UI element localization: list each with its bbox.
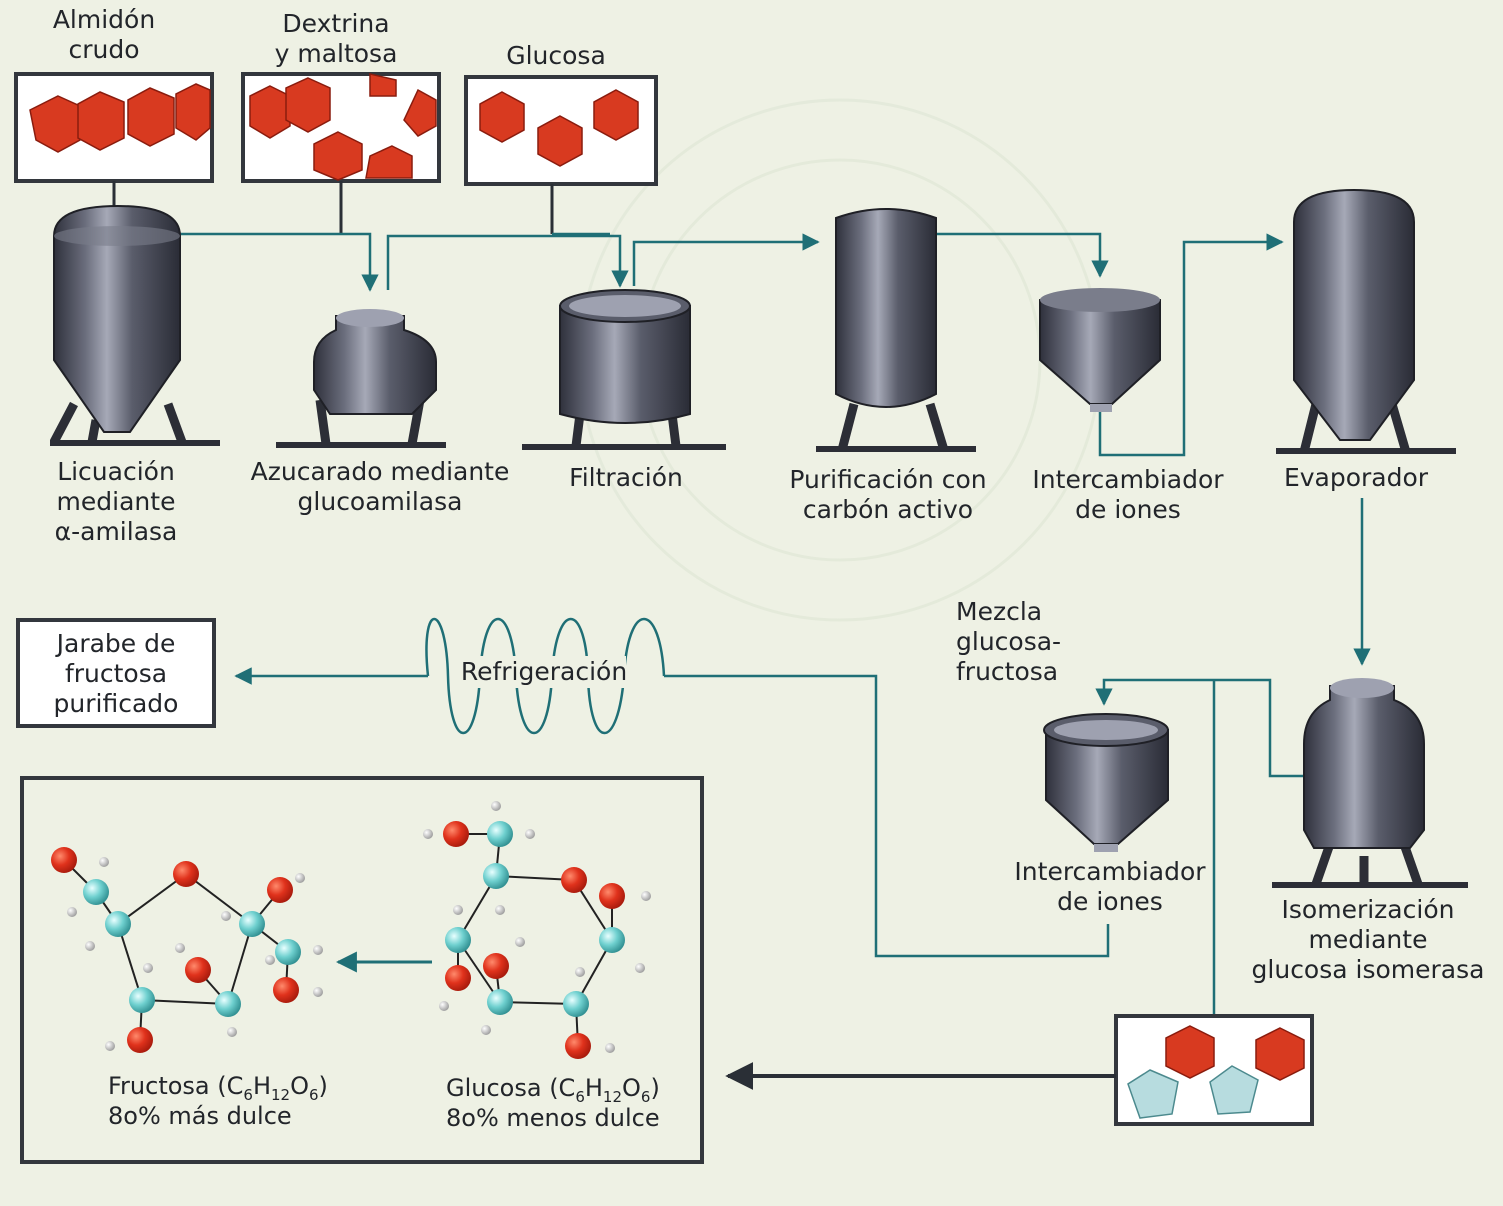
- mixture-box: [1114, 1014, 1314, 1126]
- tank-evaporator: [1276, 188, 1456, 454]
- tank-liquefaction: [50, 204, 220, 446]
- fructose-molecule: [51, 847, 323, 1053]
- glucose-hexagon-2: [1255, 1027, 1305, 1081]
- label-glucose-input: Glucosa: [506, 41, 606, 70]
- glucose-molecule: [423, 801, 651, 1059]
- tank-filtration: [522, 289, 726, 450]
- label-filtration: Filtración: [569, 463, 683, 492]
- tank-isomerization: [1272, 678, 1468, 888]
- starch-hexagon-chain: [29, 83, 211, 153]
- tank-saccharification: [276, 309, 446, 448]
- flow-lines-top: [178, 232, 1371, 1014]
- label-refrigeration: Refrigeración: [461, 657, 627, 686]
- tank-ion-exchanger-2: [1043, 713, 1169, 852]
- glucose-hexagons: [479, 89, 639, 167]
- glucose-caption: Glucosa (C6H12O6): [446, 1074, 660, 1106]
- label-evaporator: Evaporador: [1284, 463, 1429, 492]
- product-box: [16, 618, 216, 728]
- tank-ion-exchanger-1: [1039, 288, 1161, 412]
- fructose-note: 8o% más dulce: [108, 1102, 292, 1130]
- fructose-caption: Fructosa (C6H12O6): [108, 1072, 328, 1104]
- refrigeration-coil: [425, 617, 666, 735]
- fructose-pentagon-1: [1127, 1069, 1179, 1119]
- tank-carbon-purification: [816, 208, 976, 452]
- input-box-dextrin-maltose: [241, 72, 441, 234]
- dextrin-hexagons: [249, 73, 437, 181]
- molecule-panel: [20, 776, 704, 1164]
- glucose-hexagon-1: [1165, 1025, 1215, 1079]
- refrigeration-label-bg: [460, 656, 626, 688]
- fructose-pentagon-2: [1209, 1065, 1259, 1115]
- input-box-raw-starch: [14, 72, 214, 214]
- input-box-glucose: [464, 75, 658, 234]
- glucose-note: 8o% menos dulce: [446, 1104, 660, 1132]
